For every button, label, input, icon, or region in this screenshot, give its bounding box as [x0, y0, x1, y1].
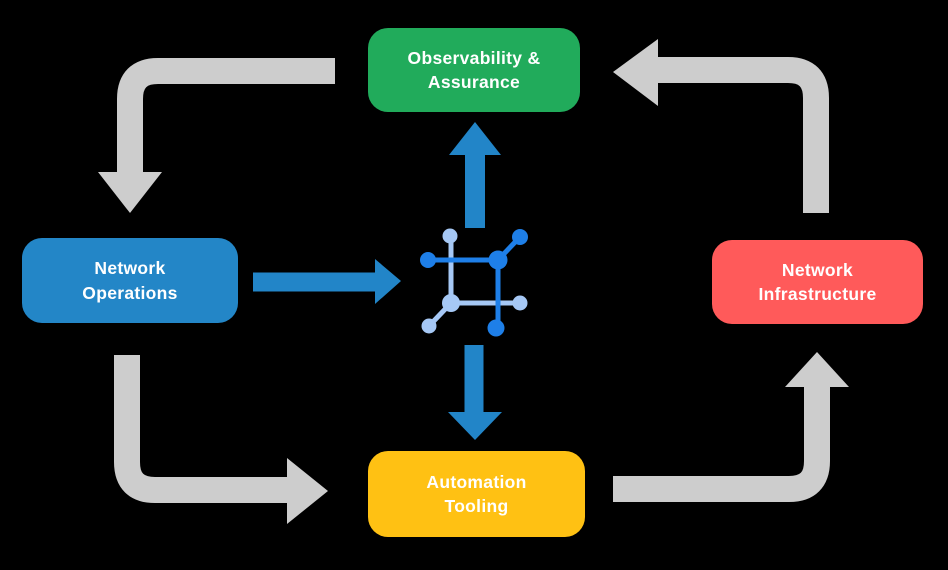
- node-label-line2: Tooling: [444, 496, 509, 516]
- arrowhead-right-icon: [287, 458, 328, 524]
- network-mesh-dark-nodes: [420, 229, 528, 337]
- node-automation-tooling: Automation Tooling: [368, 451, 585, 537]
- flow-arrow-shafts: [253, 154, 485, 413]
- flow-arrow-heads: [375, 122, 502, 440]
- node-label-line1: Network: [781, 259, 854, 280]
- arrowhead-right-icon: [375, 259, 401, 304]
- arrowhead-left-icon: [613, 39, 658, 106]
- cycle-arrow-automation-to-infrastructure: [613, 387, 830, 502]
- cycle-arrow-infrastructure-to-observability: [658, 57, 829, 213]
- node-observability-assurance: Observability & Assurance: [368, 28, 580, 112]
- arrowhead-up-icon: [449, 122, 501, 155]
- arrowhead-down-icon: [448, 412, 502, 440]
- network-mesh-light-nodes: [421, 228, 528, 334]
- arrowhead-down-icon: [98, 172, 162, 213]
- cycle-arrow-heads: [98, 39, 849, 524]
- cycle-arrow-operations-to-automation: [114, 355, 287, 503]
- cycle-arrow-shafts: [114, 57, 830, 503]
- node-label-line2: Infrastructure: [758, 284, 877, 304]
- node-label-line2: Operations: [82, 282, 178, 303]
- node-network-operations: Network Operations: [22, 238, 238, 323]
- network-mesh-icon: [420, 228, 528, 337]
- cycle-arrow-observability-to-operations: [117, 58, 335, 173]
- node-network-infrastructure: Network Infrastructure: [712, 240, 923, 324]
- node-label-line1: Observability &: [407, 47, 541, 68]
- arrowhead-up-icon: [785, 352, 849, 387]
- node-label-line1: Network: [94, 258, 166, 278]
- node-label-line1: Automation: [426, 471, 527, 492]
- node-label-line2: Assurance: [427, 72, 521, 92]
